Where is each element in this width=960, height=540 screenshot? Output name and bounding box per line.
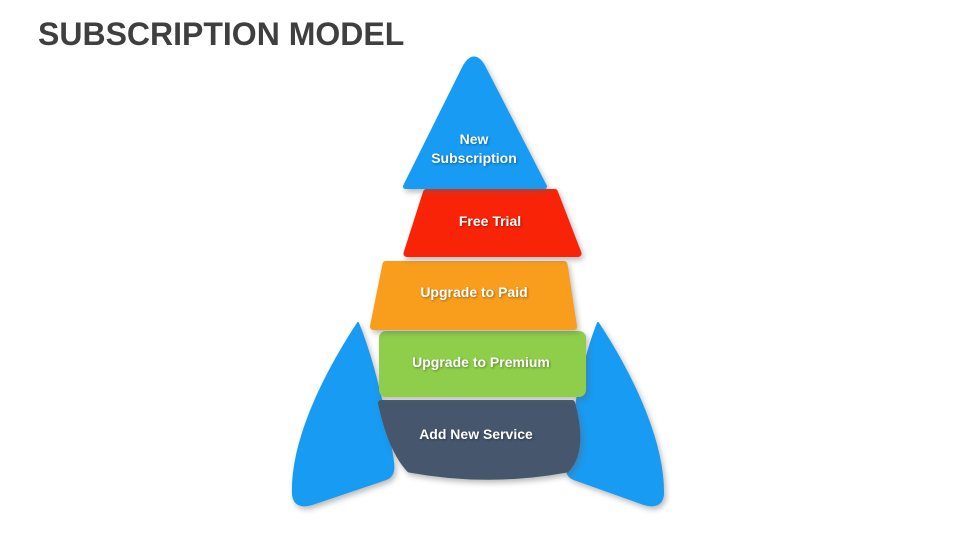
stage-label-upgrade-to-paid: Upgrade to Paid [420, 284, 527, 300]
stage-label-new-subscription-line2: Subscription [431, 150, 517, 166]
stage-label-new-subscription-line1: New [460, 131, 489, 147]
stage-label-free-trial: Free Trial [459, 213, 521, 229]
stage-label-upgrade-to-premium: Upgrade to Premium [412, 354, 550, 370]
stage-shape-upgrade-to-paid [370, 261, 577, 330]
stage-label-add-new-service: Add New Service [419, 426, 533, 442]
stage-shape-add-new-service [378, 400, 581, 480]
stage-shape-upgrade-to-premium [379, 331, 586, 397]
stage-shape-new-subscription [403, 56, 547, 189]
stage-shape-free-trial [403, 189, 582, 257]
fin-left-shape [291, 322, 395, 507]
page-title: SUBSCRIPTION MODEL [38, 16, 405, 52]
